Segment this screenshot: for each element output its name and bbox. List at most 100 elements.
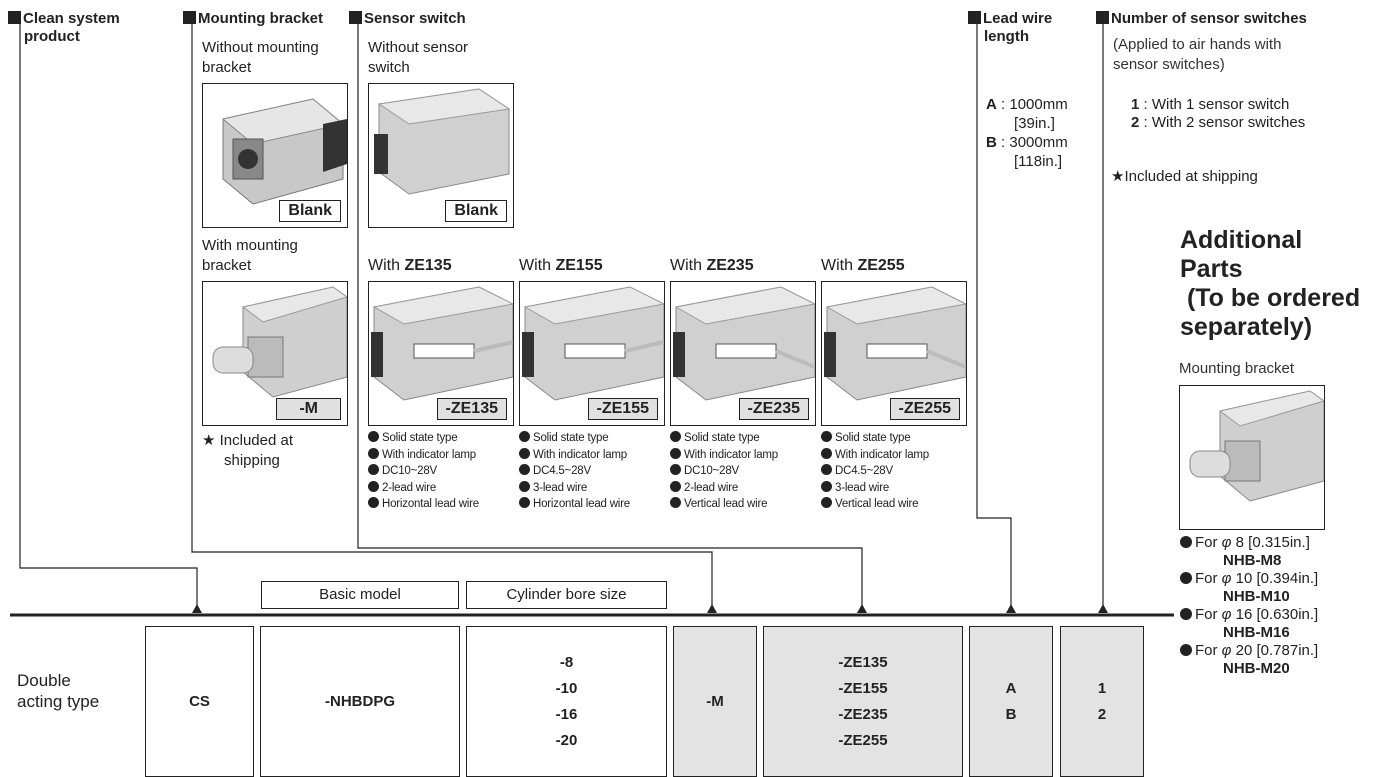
bullet-icon bbox=[368, 447, 379, 459]
sensor-switch-image bbox=[522, 286, 664, 401]
header-sensor-switch: Sensor switch bbox=[349, 10, 466, 28]
air-hand-image bbox=[374, 88, 511, 195]
count-included-note: ★Included at shipping bbox=[1111, 168, 1258, 185]
bullet-icon bbox=[519, 497, 530, 508]
additional-bracket-photo bbox=[1179, 385, 1325, 530]
bullet-icon bbox=[1180, 536, 1192, 548]
air-hand-image bbox=[221, 98, 347, 205]
sensor-tag: -ZE255 bbox=[889, 398, 960, 420]
lead-wire-options: A : 1000mm[39in.] B : 3000mm[118in.] bbox=[986, 95, 1068, 171]
code-box-mount: -M bbox=[673, 626, 757, 777]
bullet-icon bbox=[670, 464, 681, 475]
sensor-switch-image bbox=[824, 286, 966, 401]
square-bullet-icon bbox=[968, 11, 981, 24]
feature-item: 2-lead wire bbox=[368, 480, 479, 497]
bullet-icon bbox=[519, 431, 530, 442]
sensor-model-title: With ZE255 bbox=[821, 257, 905, 274]
additional-part-item: For φ 10 [0.394in.]NHB-M10 bbox=[1180, 570, 1318, 606]
feature-item: DC4.5~28V bbox=[821, 463, 929, 480]
bullet-icon bbox=[368, 497, 379, 508]
feature-item: DC4.5~28V bbox=[519, 463, 630, 480]
code-box-cs: CS bbox=[145, 626, 254, 777]
header-clean-system: Clean system product bbox=[8, 10, 120, 46]
feature-item: DC10~28V bbox=[670, 463, 778, 480]
bullet-icon bbox=[670, 480, 681, 492]
sensor-photo: -ZE255 bbox=[821, 281, 967, 426]
code-box-sensor: -ZE135-ZE155-ZE235-ZE255 bbox=[763, 626, 963, 777]
lead-wire-option-b: B : 3000mm[118in.] bbox=[986, 134, 1068, 170]
count-option-1: 1 : With 1 sensor switch bbox=[1131, 96, 1290, 113]
feature-item: With indicator lamp bbox=[670, 447, 778, 464]
sensor-tag: -ZE135 bbox=[436, 398, 507, 420]
tag-m: -M bbox=[276, 398, 341, 420]
additional-part-item: For φ 8 [0.315in.]NHB-M8 bbox=[1180, 534, 1318, 570]
feature-item: With indicator lamp bbox=[519, 447, 630, 464]
bullet-icon bbox=[519, 480, 530, 492]
count-option-2: 2 : With 2 sensor switches bbox=[1131, 114, 1306, 131]
bullet-icon bbox=[821, 480, 832, 492]
feature-item: Vertical lead wire bbox=[821, 496, 929, 513]
tag-blank: Blank bbox=[279, 200, 341, 222]
sensor-photo: -ZE155 bbox=[519, 281, 665, 426]
feature-item: Solid state type bbox=[821, 430, 929, 447]
bullet-icon bbox=[1180, 644, 1192, 656]
sensor-photo: -ZE135 bbox=[368, 281, 514, 426]
code-box-model: -NHBDPG bbox=[260, 626, 460, 777]
bullet-icon bbox=[1180, 608, 1192, 620]
feature-item: 3-lead wire bbox=[519, 480, 630, 497]
with-mounting-photo: -M bbox=[202, 281, 348, 426]
header-lead-wire-length: Lead wire length bbox=[968, 10, 1052, 46]
feature-item: Horizontal lead wire bbox=[368, 496, 479, 513]
basic-model-label: Basic model bbox=[261, 581, 459, 609]
lead-wire-option-a: A : 1000mm[39in.] bbox=[986, 96, 1068, 132]
additional-part-item: For φ 20 [0.787in.]NHB-M20 bbox=[1180, 642, 1318, 678]
bullet-icon bbox=[670, 447, 681, 459]
feature-item: 2-lead wire bbox=[670, 480, 778, 497]
bullet-icon bbox=[519, 464, 530, 475]
sensor-model-title: With ZE135 bbox=[368, 257, 452, 274]
star-icon: ★ bbox=[202, 432, 216, 449]
sensor-model-title: With ZE235 bbox=[670, 257, 754, 274]
sensor-tag: -ZE235 bbox=[738, 398, 809, 420]
feature-item: 3-lead wire bbox=[821, 480, 929, 497]
air-hand-bracket-image bbox=[212, 286, 347, 398]
additional-parts-subtitle: Mounting bracket bbox=[1179, 360, 1295, 377]
sensor-switch-image bbox=[673, 286, 815, 401]
without-mounting-photo: Blank bbox=[202, 83, 348, 228]
feature-item: Solid state type bbox=[368, 430, 479, 447]
without-sensor-photo: Blank bbox=[368, 83, 514, 228]
bullet-icon bbox=[821, 497, 832, 508]
feature-item: With indicator lamp bbox=[368, 447, 479, 464]
header-number-of-sensor-switches: Number of sensor switches bbox=[1096, 10, 1307, 28]
sensor-switch-image bbox=[371, 286, 513, 401]
feature-item: DC10~28V bbox=[368, 463, 479, 480]
sensor-model-title: With ZE155 bbox=[519, 257, 603, 274]
bullet-icon bbox=[821, 431, 832, 442]
bullet-icon bbox=[519, 447, 530, 459]
bullet-icon bbox=[368, 431, 379, 442]
bullet-icon bbox=[1180, 572, 1192, 584]
feature-item: Horizontal lead wire bbox=[519, 496, 630, 513]
bullet-icon bbox=[368, 464, 379, 475]
bullet-icon bbox=[368, 480, 379, 492]
bullet-icon bbox=[670, 431, 681, 442]
feature-item: Vertical lead wire bbox=[670, 496, 778, 513]
feature-item: Solid state type bbox=[519, 430, 630, 447]
bullet-icon bbox=[821, 464, 832, 475]
header-mounting-bracket: Mounting bracket bbox=[183, 10, 323, 28]
count-options: 1 : With 1 sensor switch 2 : With 2 sens… bbox=[1131, 96, 1305, 132]
sensor-tag: -ZE155 bbox=[587, 398, 658, 420]
feature-item: With indicator lamp bbox=[821, 447, 929, 464]
square-bullet-icon bbox=[1096, 11, 1109, 24]
